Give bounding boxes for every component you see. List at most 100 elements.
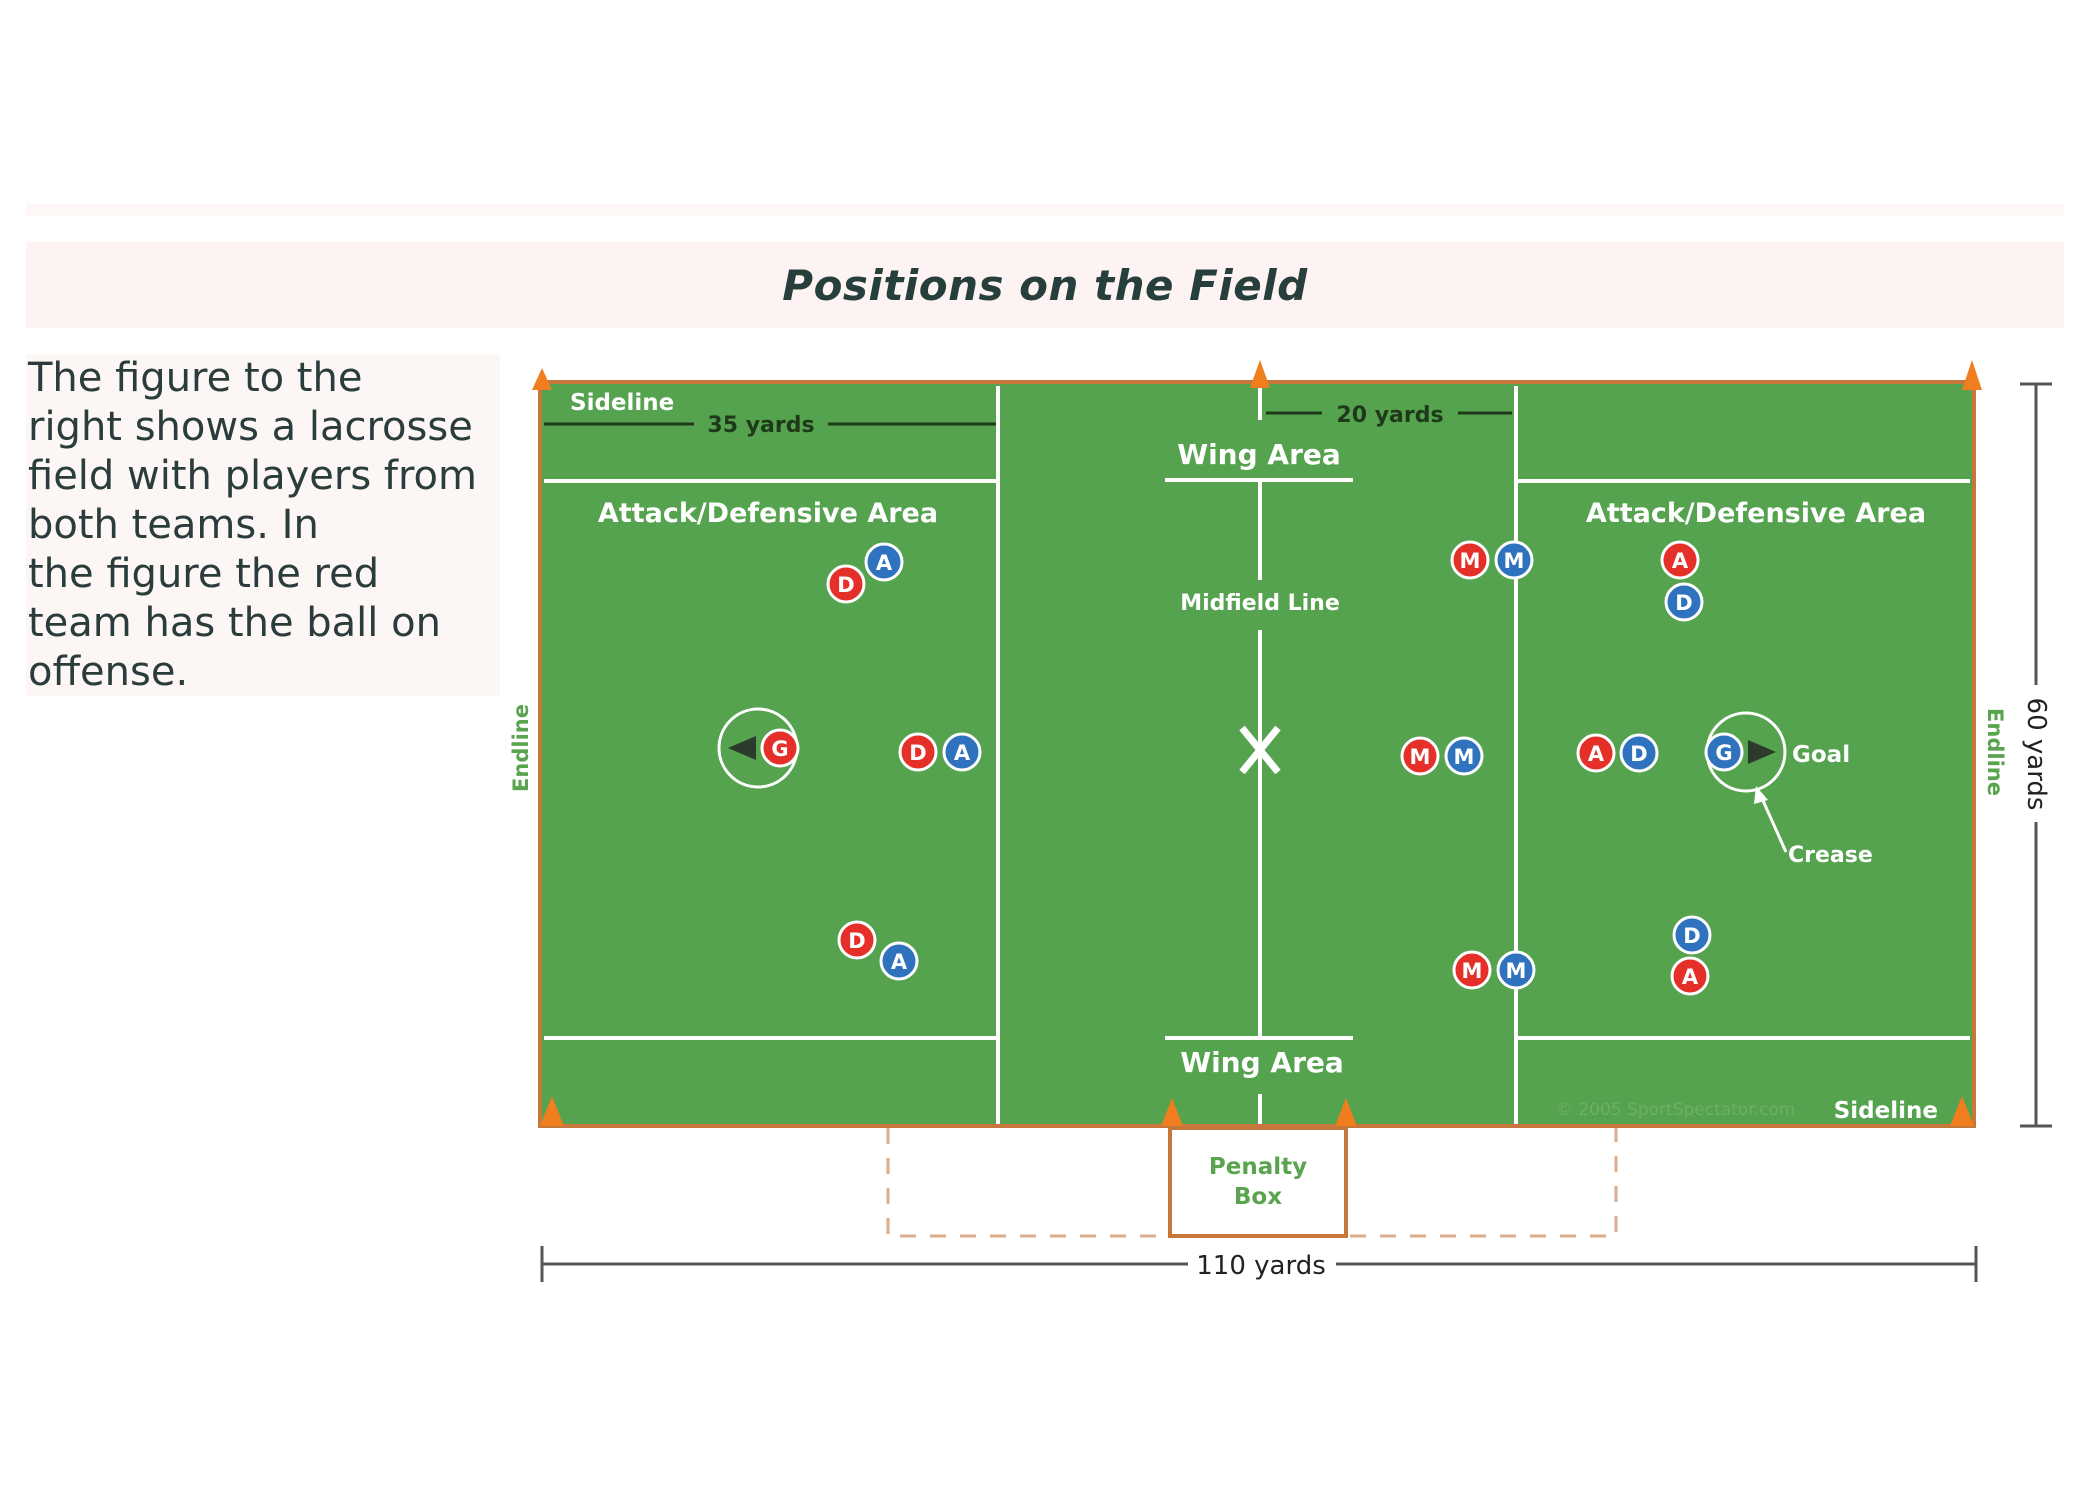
players-layer: D A G D A D A M M M M M M A D A D G D A [760, 540, 1744, 996]
endline-label: Endline [1983, 708, 2007, 796]
attack-defensive-area-label: Attack/Defensive Area [598, 498, 938, 529]
red-player-marker: A [1576, 733, 1616, 773]
cone-marker [540, 1096, 564, 1126]
player-position-label: M [1460, 549, 1481, 573]
player-position-label: G [771, 737, 788, 761]
red-player-marker: A [1670, 956, 1710, 996]
wing-area-label: Wing Area [1177, 438, 1341, 471]
blue-player-marker: M [1496, 950, 1536, 990]
cone-marker [1161, 1098, 1183, 1126]
player-circle [760, 728, 800, 768]
red-player-marker: D [837, 920, 877, 960]
midfield-line-label: Midfield Line [1180, 591, 1340, 616]
dimension-60-yards [2020, 382, 2052, 1128]
cone-marker [532, 368, 552, 390]
player-circle [1660, 540, 1700, 580]
player-circle [1450, 540, 1490, 580]
player-position-label: M [1506, 959, 1527, 983]
blue-player-marker: A [879, 941, 919, 981]
description-line: field with players from [28, 453, 477, 499]
player-position-label: A [1588, 742, 1605, 766]
cone-marker [1950, 1096, 1974, 1126]
description-line: offense. [28, 649, 189, 695]
sideline-label: Sideline [1834, 1098, 1938, 1124]
player-circle [1576, 733, 1616, 773]
blue-player-marker: D [1672, 915, 1712, 955]
player-circle [879, 941, 919, 981]
player-circle [826, 564, 866, 604]
player-position-label: D [848, 929, 865, 953]
dimension-label: 20 yards [1336, 403, 1443, 428]
blue-player-marker: D [1664, 582, 1704, 622]
player-circle [1452, 950, 1492, 990]
goal-label: Goal [1792, 742, 1850, 768]
penalty-box [1168, 1126, 1348, 1238]
player-circle [1704, 732, 1744, 772]
player-position-label: D [1683, 924, 1700, 948]
player-circle [1664, 582, 1704, 622]
player-circle [1494, 540, 1534, 580]
player-circle [1619, 733, 1659, 773]
description-line: the figure the red [28, 551, 380, 597]
player-position-label: D [909, 741, 926, 765]
red-player-marker: A [1660, 540, 1700, 580]
description-line: The figure to the [28, 355, 363, 401]
player-circle [1444, 736, 1484, 776]
player-position-label: A [876, 551, 893, 575]
field-lines [544, 386, 1970, 1124]
blue-player-marker: A [864, 542, 904, 582]
dimension-label: 35 yards [707, 413, 814, 438]
player-position-label: A [954, 741, 971, 765]
red-player-marker: D [898, 732, 938, 772]
player-position-label: M [1462, 959, 1483, 983]
description-panel: The figure to the right shows a lacrosse… [26, 354, 500, 696]
sideline-label: Sideline [570, 390, 674, 416]
player-position-label: M [1504, 549, 1525, 573]
player-circle [864, 542, 904, 582]
player-position-label: A [1682, 965, 1699, 989]
field-cones [532, 360, 1982, 1126]
player-position-label: A [1672, 549, 1689, 573]
goal-net-right [1748, 740, 1776, 764]
title-band: Positions on the Field [26, 242, 2064, 328]
blue-player-marker: D [1619, 733, 1659, 773]
cone-marker [1962, 360, 1982, 390]
crease-pointer [1758, 793, 1788, 853]
attack-defensive-area-label: Attack/Defensive Area [1586, 498, 1926, 529]
red-player-marker: M [1452, 950, 1492, 990]
crease-pointer-arrowhead [1754, 786, 1768, 804]
red-player-marker: M [1400, 736, 1440, 776]
blue-player-marker: M [1444, 736, 1484, 776]
page-title: Positions on the Field [782, 260, 1308, 310]
penalty-box-label: Box [1234, 1184, 1282, 1210]
top-divider-strip [26, 204, 2064, 216]
player-position-label: D [1675, 591, 1692, 615]
player-position-label: G [1715, 741, 1732, 765]
player-circle [1670, 956, 1710, 996]
player-position-label: M [1410, 745, 1431, 769]
player-position-label: D [1630, 742, 1647, 766]
player-circle [1496, 950, 1536, 990]
red-player-marker: M [1450, 540, 1490, 580]
player-position-label: M [1454, 745, 1475, 769]
goal-net-left [728, 736, 756, 760]
cone-marker [1250, 360, 1270, 388]
player-position-label: A [891, 950, 908, 974]
player-circle [1672, 915, 1712, 955]
crease-label: Crease [1788, 843, 1873, 868]
player-circle [1400, 736, 1440, 776]
center-x-mark [1239, 725, 1281, 775]
blue-player-marker: G [1704, 732, 1744, 772]
player-position-label: D [837, 573, 854, 597]
wing-area-label: Wing Area [1180, 1046, 1344, 1079]
copyright-text: © 2005 SportSpectator.com [1556, 1100, 1795, 1120]
blue-player-marker: A [942, 732, 982, 772]
dimension-110-yards [540, 1246, 1978, 1282]
dimension-label: 60 yards [2021, 698, 2051, 811]
player-circle [837, 920, 877, 960]
description-line: right shows a lacrosse [28, 404, 473, 450]
penalty-box-label: Penalty [1209, 1154, 1307, 1180]
description-line: both teams. In [28, 502, 319, 548]
red-player-marker: D [826, 564, 866, 604]
